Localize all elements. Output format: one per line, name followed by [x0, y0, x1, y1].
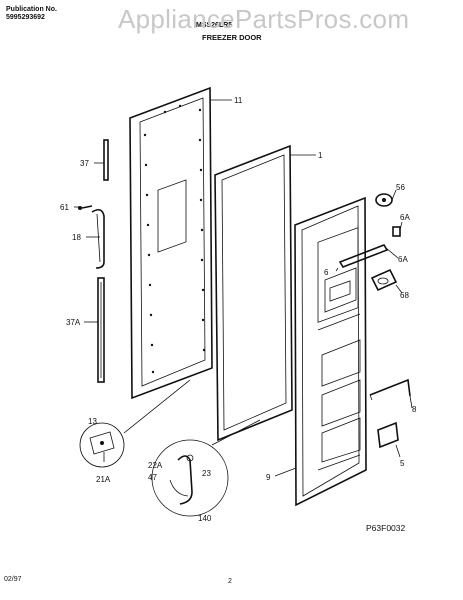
callout-61: 61 [60, 203, 69, 212]
outer-door-panel [129, 86, 213, 400]
trim-strip-37a [97, 277, 105, 383]
hinge-detail [79, 379, 191, 468]
footer-page-number: 2 [228, 578, 232, 585]
part-5-cover [377, 421, 399, 449]
part-68-funnel [370, 268, 398, 292]
door-handle-18 [91, 208, 105, 269]
callout-37: 37 [80, 159, 89, 168]
callout-22a: 22A [148, 461, 163, 470]
part-8-bracket [369, 378, 411, 401]
callout-68: 68 [400, 291, 409, 300]
diagram-code: P63F0032 [366, 523, 405, 533]
callout-18: 18 [72, 233, 81, 242]
publication-label: Publication No. [6, 6, 57, 13]
callout-37a: 37A [66, 318, 81, 327]
watermark: AppliancePartsPros.com [118, 4, 410, 34]
callout-9: 9 [266, 473, 271, 482]
callout-11: 11 [234, 96, 243, 105]
section-title: FREEZER DOOR [202, 33, 262, 42]
callout-140: 140 [198, 514, 212, 523]
door-gasket [214, 144, 293, 442]
callout-labels: 11 37 61 18 37A 13 21A 1 56 6A 6 6A 68 8… [60, 96, 417, 523]
callout-6a-upper: 6A [400, 213, 410, 222]
callout-8: 8 [412, 405, 417, 414]
part-6a-clip [392, 226, 401, 237]
callout-13: 13 [88, 417, 97, 426]
leader-lines [74, 99, 413, 477]
callout-6a-lower: 6A [398, 255, 408, 264]
callout-23: 23 [202, 469, 211, 478]
wiring-detail [151, 419, 261, 517]
callout-47: 47 [148, 473, 157, 482]
footer-date: 02/97 [4, 576, 22, 583]
callout-56: 56 [396, 183, 405, 192]
inner-door-liner [294, 196, 367, 507]
callout-1: 1 [318, 151, 323, 160]
callout-5: 5 [400, 459, 405, 468]
part-56-cap [375, 193, 393, 207]
screw-61 [78, 205, 93, 210]
part-6-bar [338, 244, 389, 268]
callout-21a: 21A [96, 475, 111, 484]
callout-6: 6 [324, 268, 329, 277]
publication-number: 5995293692 [6, 14, 45, 21]
model-number: MSS26LR5 [196, 22, 233, 29]
trim-strip-37 [103, 139, 109, 181]
